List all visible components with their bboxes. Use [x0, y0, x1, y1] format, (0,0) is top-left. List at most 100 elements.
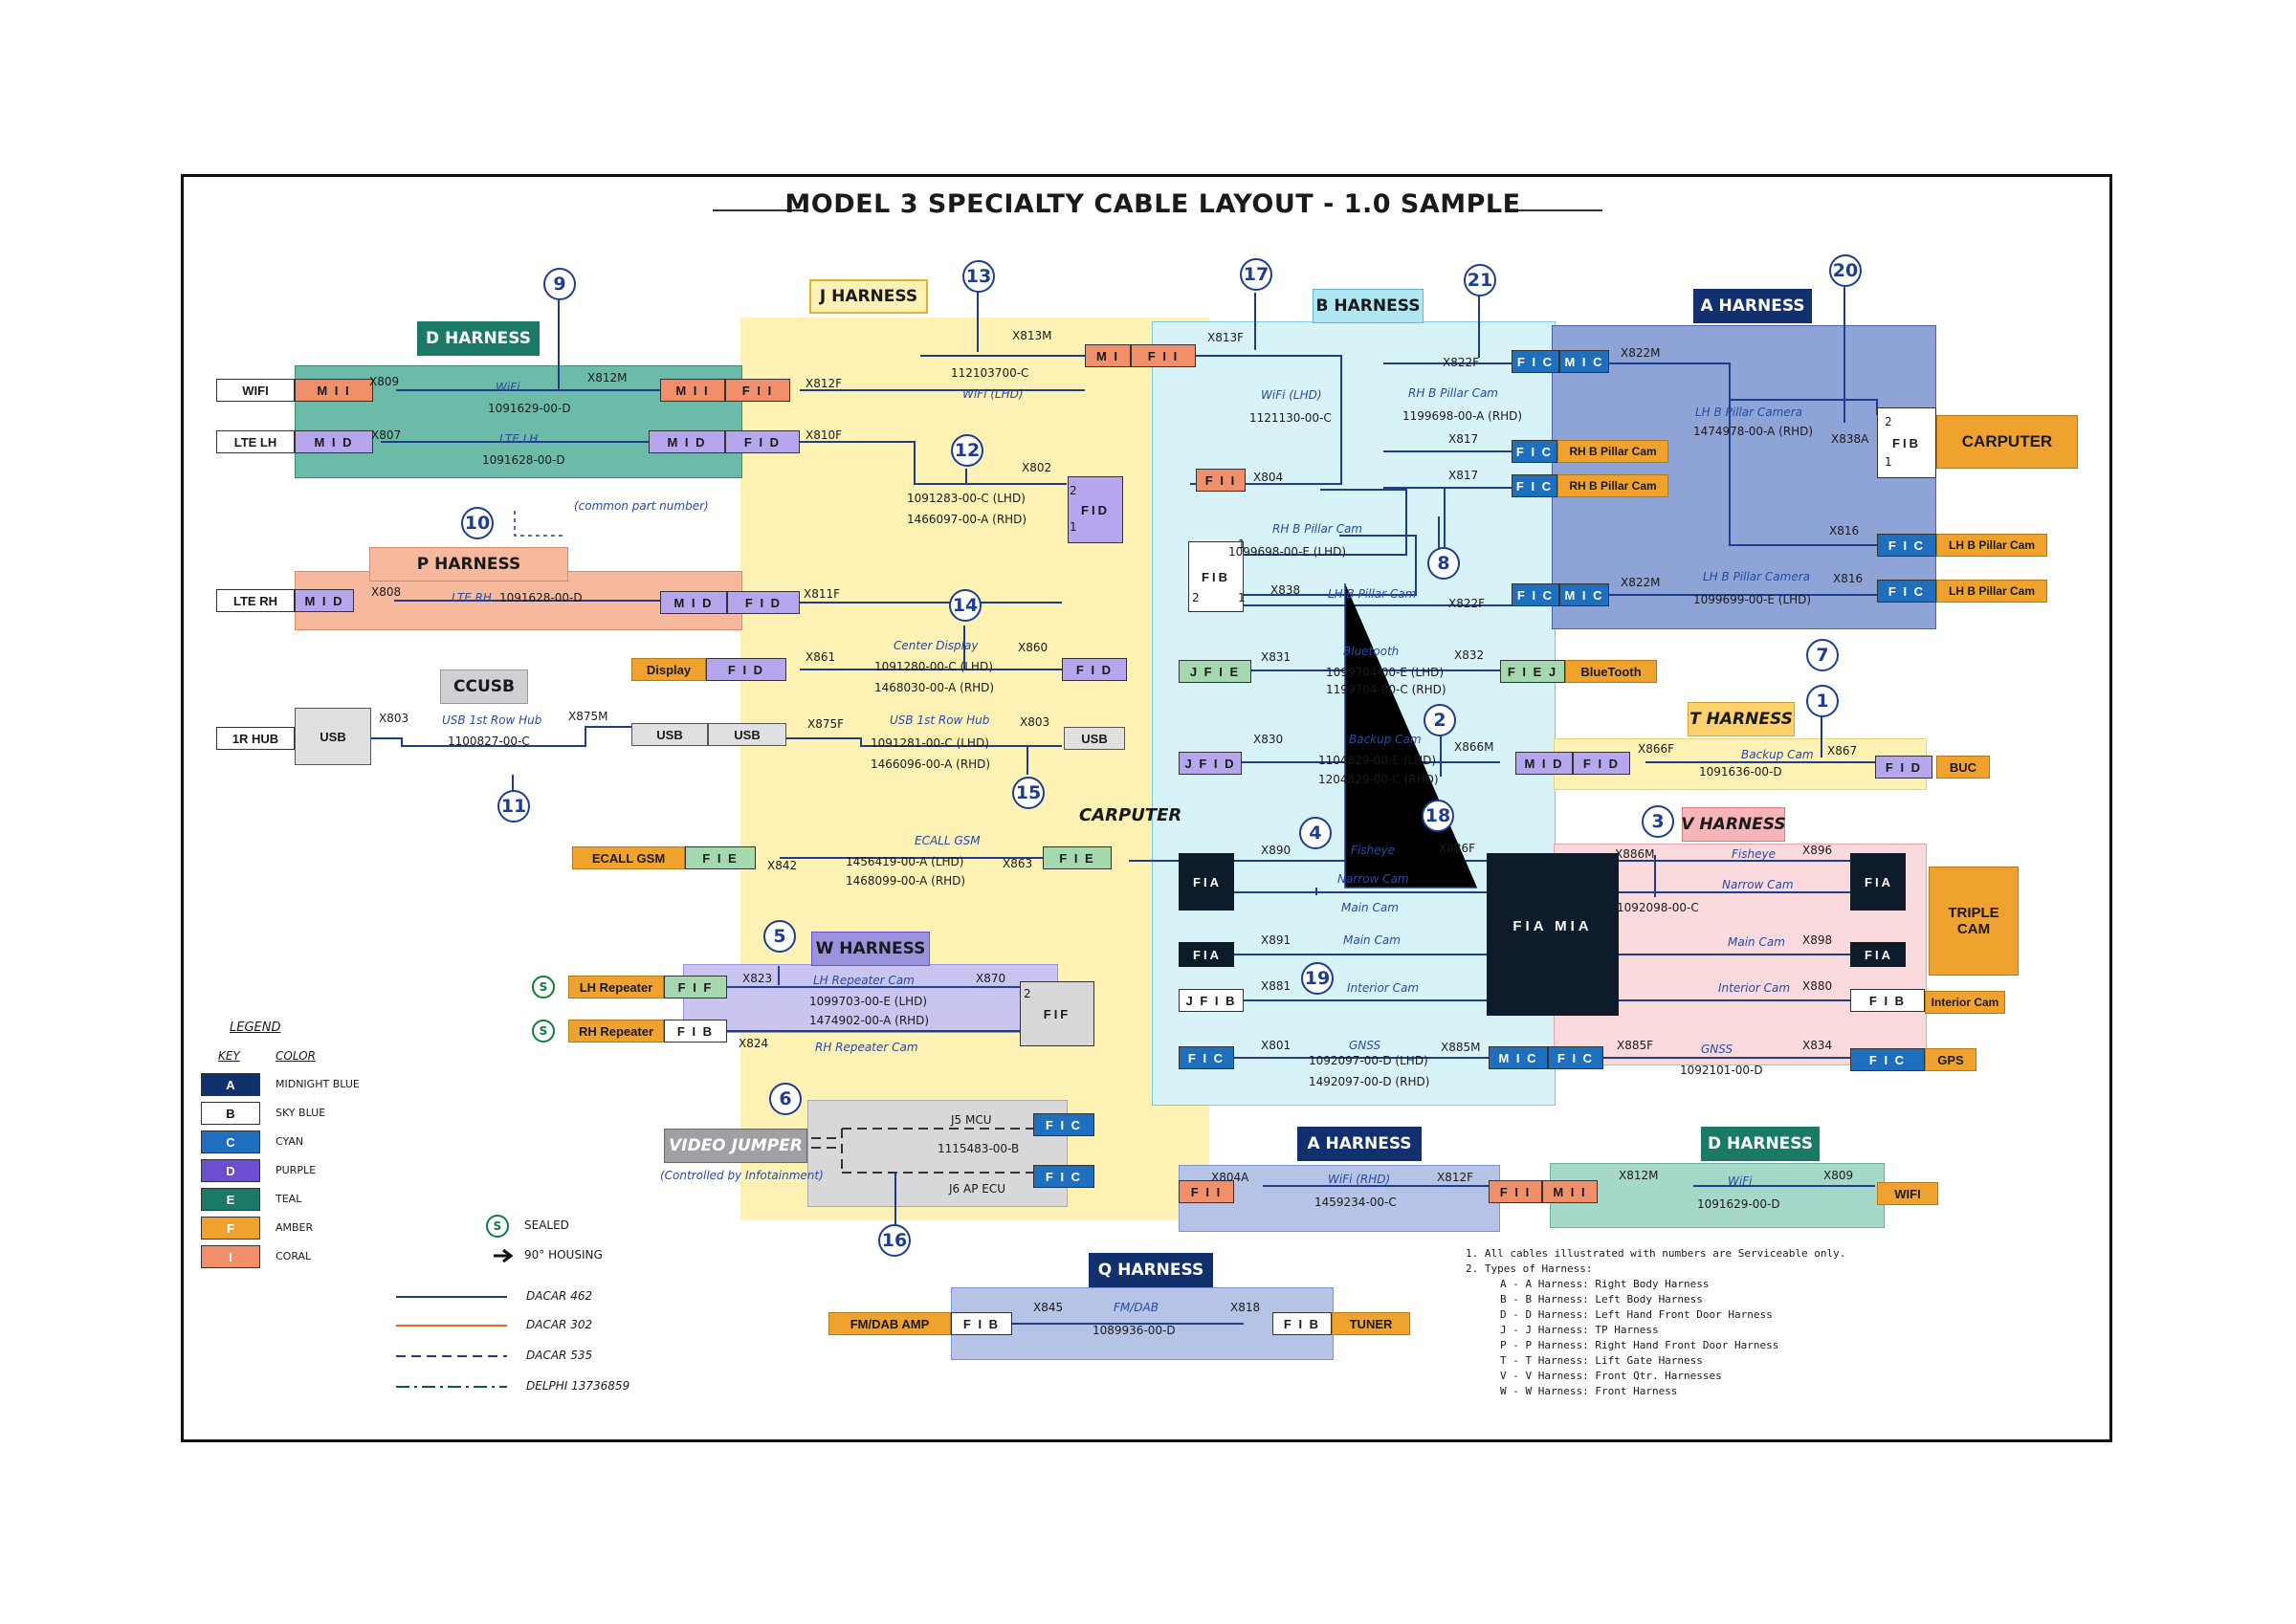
text-ltelh-it: LTE LH [499, 432, 539, 446]
lh-bpillar-cam-1: LH B Pillar Cam [1936, 534, 2047, 557]
connector-mi-top: M I [1085, 344, 1131, 367]
text-x801: X801 [1261, 1039, 1292, 1052]
legend-line-4: DELPHI 13736859 [526, 1379, 630, 1393]
connector-fic7: F I C [1179, 1046, 1234, 1069]
callout-12: 12 [951, 434, 983, 467]
text-x824: X824 [739, 1037, 769, 1050]
connector-mic2: M I C [1559, 583, 1609, 606]
text-x891: X891 [1261, 933, 1292, 947]
note-item: B - B Harness: Left Body Harness [1500, 1293, 1703, 1306]
wifi2-device: WIFI [1877, 1182, 1938, 1205]
display-device: Display [631, 658, 706, 681]
connector-fii1: F I I [725, 379, 790, 402]
text-pn22: 1204829-00-C (RHD) [1318, 773, 1439, 786]
text-pn30: 1115483-00-B [938, 1142, 1020, 1155]
text-usb1row2: USB 1st Row Hub [890, 713, 990, 727]
t-harness-header: T HARNESS [1688, 702, 1795, 736]
sealed-marker-rh: S [532, 1020, 555, 1042]
callout-10: 10 [461, 507, 494, 539]
d-harness-header: D HARNESS [417, 321, 540, 356]
text-x860: X860 [1018, 641, 1049, 654]
rh-bpillar-cam-1: RH B Pillar Cam [1557, 440, 1668, 463]
legend-color-a: MIDNIGHT BLUE [276, 1078, 360, 1090]
legend-swatch-d: D [201, 1159, 260, 1182]
connector-fic3: F I C [1512, 474, 1557, 497]
connector-mii1: M I I [295, 379, 373, 402]
a-harness-header: A HARNESS [1693, 289, 1812, 323]
callout-16: 16 [878, 1224, 911, 1257]
title-rule-right [1512, 209, 1602, 211]
connector-fic4: F I C [1512, 583, 1559, 606]
legend-swatch-e: E [201, 1188, 260, 1211]
legend-housing: 90° HOUSING [524, 1248, 603, 1262]
text-x816a: X816 [1829, 524, 1860, 538]
text-pn16: 1099698-00-E (LHD) [1228, 545, 1347, 559]
connector-fid6: F I D [1062, 658, 1127, 681]
text-pn17: 1474978-00-A (RHD) [1693, 425, 1814, 438]
connector-fii-b: F I I [1179, 1180, 1234, 1203]
text-interior: Interior Cam [1347, 981, 1420, 995]
text-interior2: Interior Cam [1718, 981, 1791, 995]
p-harness-header: P HARNESS [369, 547, 568, 582]
connector-fif: F I F [664, 976, 727, 999]
text-x881: X881 [1261, 979, 1292, 993]
connector-fii-mid: F I I [1196, 469, 1246, 492]
connector-jfid: J F I D [1179, 752, 1242, 775]
a2-harness-header: A HARNESS [1297, 1127, 1422, 1161]
callout-1: 1 [1806, 685, 1839, 717]
text-pn7: 1091280-00-C (LHD) [874, 660, 993, 673]
text-lhb-it: LH B Pillar Cam [1328, 587, 1417, 601]
legend-swatch-b: B [201, 1102, 260, 1125]
usb-connector-1: USB [631, 723, 708, 746]
callout-18: 18 [1422, 800, 1454, 832]
legend-key-heading: KEY [218, 1049, 240, 1063]
text-x818: X818 [1230, 1301, 1261, 1314]
legend-swatch-a: A [201, 1073, 260, 1096]
connector-mic3: M I C [1489, 1046, 1548, 1069]
note-item: J - J Harness: TP Harness [1500, 1324, 1659, 1336]
fia-left-text: FIA [1193, 874, 1222, 889]
connector-fib-q1: F I B [951, 1312, 1012, 1335]
w-harness-header: W HARNESS [811, 932, 930, 966]
legend-color-b: SKY BLUE [276, 1107, 326, 1119]
title-rule-left [713, 209, 804, 211]
rh-repeater-device: RH Repeater [568, 1020, 664, 1042]
lte-rh-device: LTE RH [216, 589, 295, 612]
text-pn1: 1091629-00-D [488, 402, 571, 415]
fib-a-block: FIB [1877, 407, 1936, 478]
carputer-a-device: CARPUTER [1936, 415, 2078, 469]
note-item: D - D Harness: Left Hand Front Door Harn… [1500, 1308, 1773, 1321]
connector-fic-v1: F I C [1033, 1113, 1094, 1136]
text-x885m: X885M [1441, 1041, 1481, 1054]
b-harness-header: B HARNESS [1313, 289, 1424, 323]
legend-color-f: AMBER [276, 1221, 314, 1234]
text-pn26: 1092098-00-C [1617, 901, 1699, 914]
fm-amp-device: FM/DAB AMP [828, 1312, 951, 1335]
connector-fiej: F I E J [1500, 660, 1565, 683]
text-x812m: X812M [587, 371, 628, 384]
text-gnss: GNSS [1349, 1039, 1381, 1052]
text-common: (common part number) [574, 499, 709, 513]
callout-9: 9 [543, 268, 576, 300]
text-x803b: X803 [1020, 715, 1050, 729]
text-main3: Main Cam [1728, 935, 1785, 949]
callout-11: 11 [497, 790, 530, 823]
text-x866f: X866F [1638, 742, 1675, 756]
d2-harness-region [1550, 1163, 1885, 1228]
text-x802: X802 [1022, 461, 1052, 474]
text-wifi-it2: WiFi [1728, 1174, 1753, 1188]
text-x812f2: X812F [1437, 1171, 1474, 1184]
text-p4: 2 [1885, 415, 1892, 428]
note-1: 1. All cables illustrated with numbers a… [1466, 1247, 1846, 1260]
text-pn27: 1092101-00-D [1680, 1064, 1763, 1077]
text-fmdab: FM/DAB [1114, 1301, 1159, 1314]
text-x870: X870 [976, 972, 1006, 985]
text-p5: 1 [1885, 455, 1892, 469]
text-ecall-it: ECALL GSM [915, 834, 981, 847]
text-x867: X867 [1827, 744, 1858, 757]
text-x816b: X816 [1833, 572, 1864, 585]
callout-3: 3 [1642, 805, 1674, 838]
text-x863: X863 [1003, 857, 1033, 870]
text-fisheye2: Fisheye [1732, 847, 1776, 861]
hub-device: 1R HUB [216, 727, 295, 750]
